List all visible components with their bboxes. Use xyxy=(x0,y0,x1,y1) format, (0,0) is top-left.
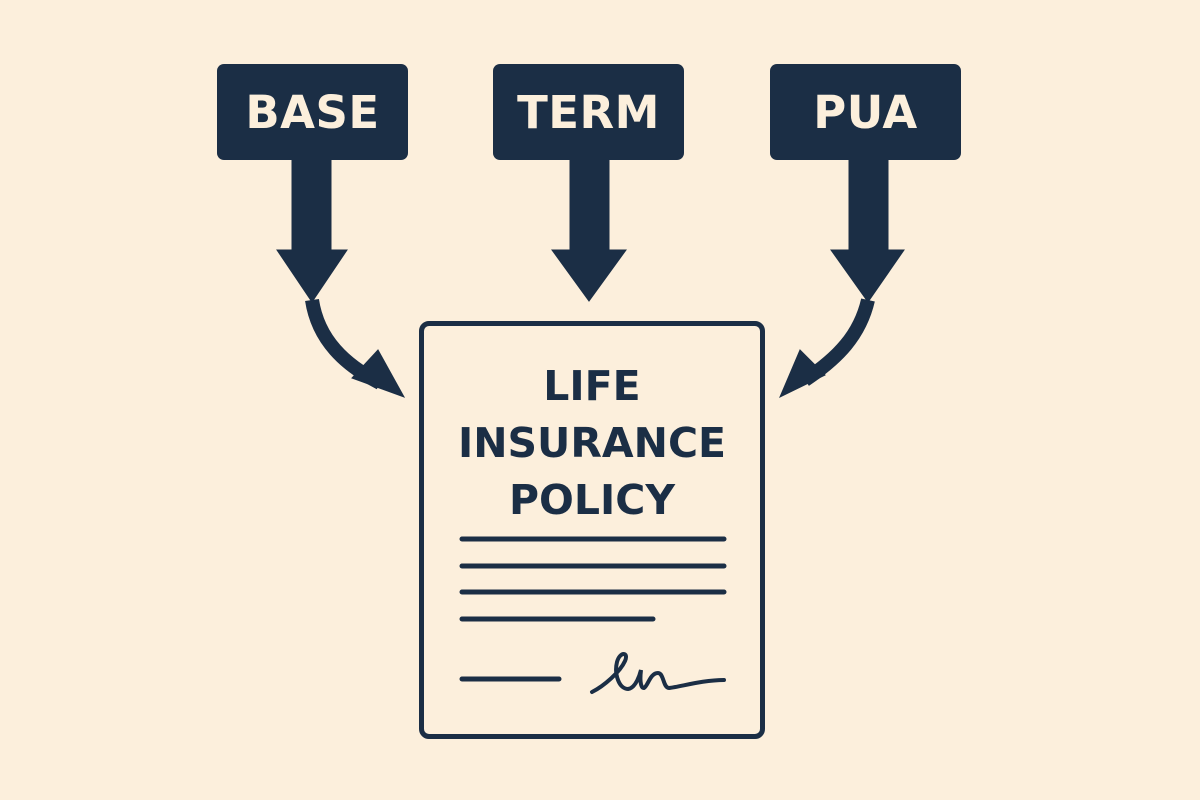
pua-arrow-stem xyxy=(848,157,889,251)
component-label-term: TERM xyxy=(517,85,660,139)
component-label-base: BASE xyxy=(245,85,380,139)
signature-scribble xyxy=(590,652,726,694)
term-arrow-stem xyxy=(569,157,610,253)
pua-arrow xyxy=(779,157,905,399)
base-arrow-tip xyxy=(351,349,406,398)
pua-arrow-upper-head xyxy=(830,249,905,303)
policy-document: LIFE INSURANCE POLICY xyxy=(419,321,765,739)
base-arrow xyxy=(276,157,406,398)
policy-body-lines xyxy=(459,536,727,694)
term-arrow xyxy=(551,157,627,302)
base-arrow-upper-head xyxy=(276,249,348,303)
policy-title: LIFE INSURANCE POLICY xyxy=(424,358,760,529)
component-label-pua: PUA xyxy=(813,85,918,139)
component-box-term: TERM xyxy=(493,64,684,160)
component-box-base: BASE xyxy=(217,64,408,160)
pua-arrow-tip xyxy=(779,349,826,399)
policy-title-line-2: INSURANCE xyxy=(457,419,727,467)
policy-title-line-3: POLICY xyxy=(508,476,676,524)
term-arrow-head xyxy=(551,249,627,302)
base-arrow-stem xyxy=(291,157,332,251)
policy-title-line-1: LIFE xyxy=(543,362,641,410)
component-box-pua: PUA xyxy=(770,64,961,160)
